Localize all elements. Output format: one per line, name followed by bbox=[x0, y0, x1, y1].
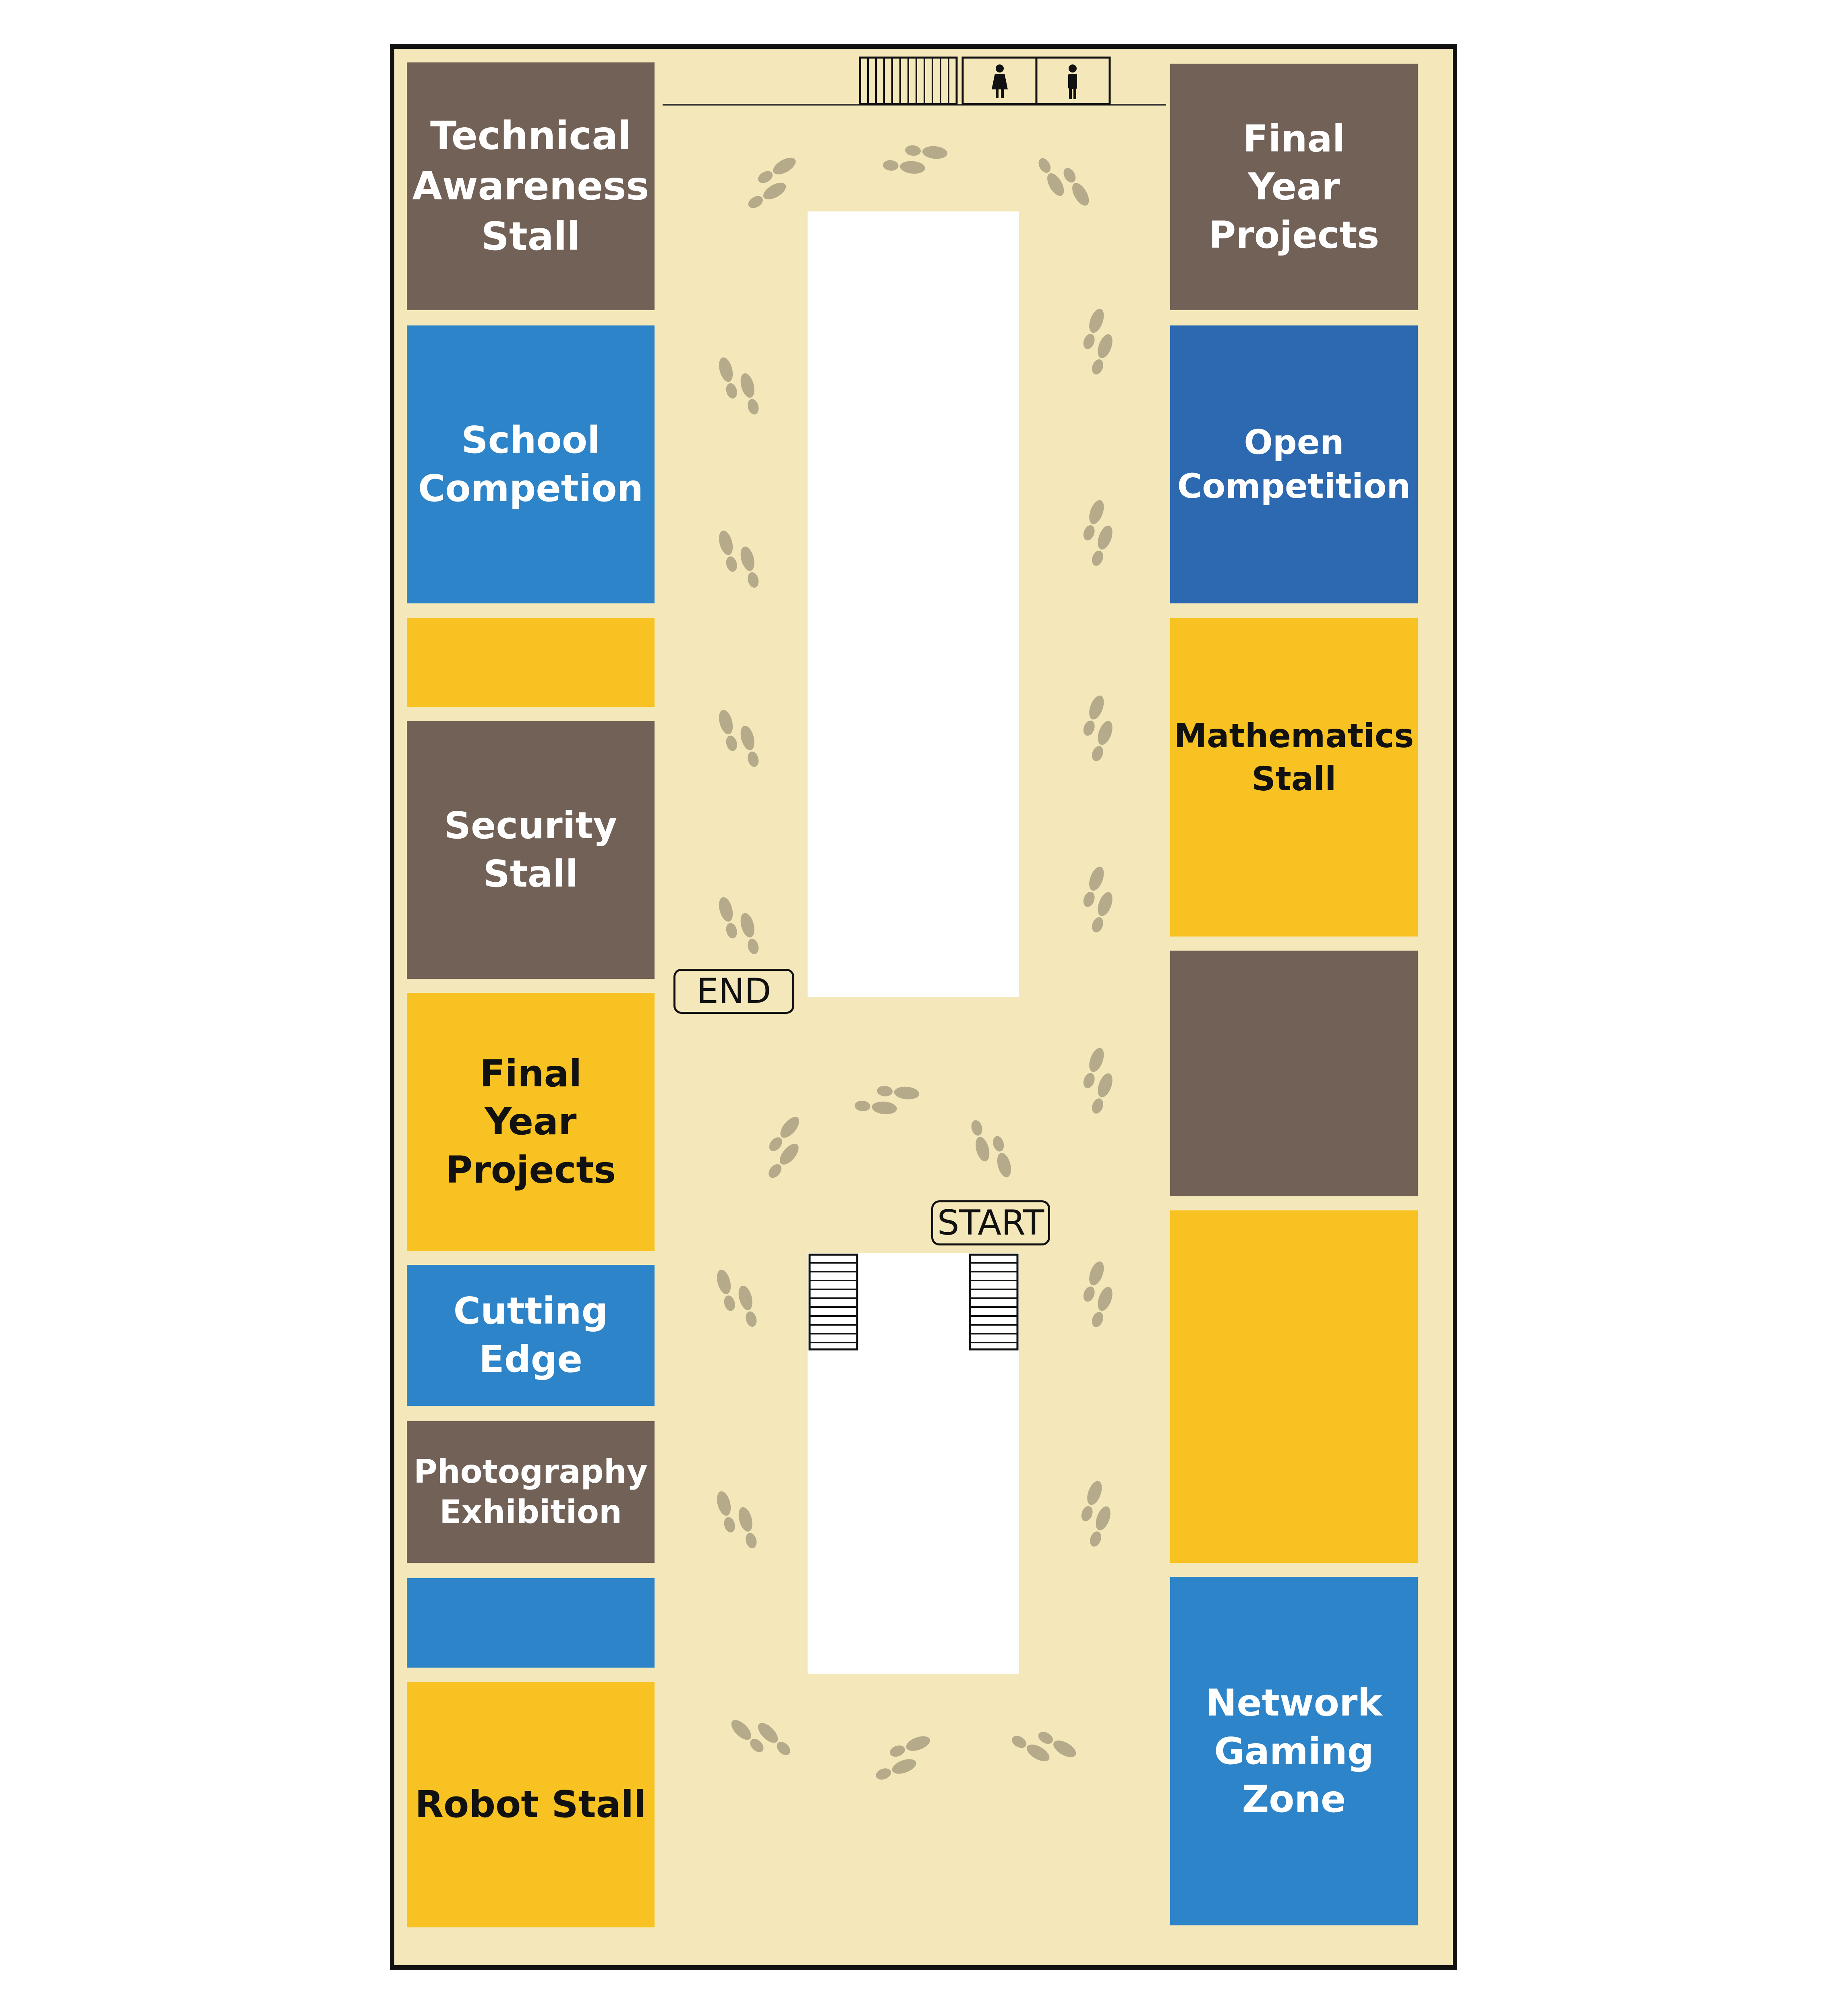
footprint-icon bbox=[868, 1733, 938, 1783]
footprint-icon bbox=[1073, 693, 1123, 763]
stall-label-line: Zone bbox=[1242, 1778, 1346, 1821]
women-restroom-icon bbox=[992, 64, 1008, 98]
footprint-icon bbox=[1073, 498, 1123, 568]
stall-unlabeled-blue[interactable] bbox=[407, 1578, 655, 1668]
footprint-icon bbox=[1073, 864, 1123, 934]
end-marker: END bbox=[673, 969, 794, 1014]
stall-label-line: Security bbox=[444, 804, 617, 847]
stall-label-line: Stall bbox=[483, 852, 578, 895]
stall-unlabeled-yellow[interactable] bbox=[407, 618, 655, 707]
footprint-icon bbox=[1071, 1479, 1121, 1549]
stall-label-line: Final bbox=[479, 1052, 582, 1095]
start-marker: START bbox=[931, 1200, 1050, 1245]
stall-label-line: Open bbox=[1244, 422, 1344, 462]
footprint-icon bbox=[714, 1485, 760, 1554]
stairs-icon[interactable] bbox=[859, 56, 958, 105]
stall-label-line: Final bbox=[1243, 117, 1345, 160]
footprint-icon bbox=[716, 891, 762, 960]
footprint-icon bbox=[716, 704, 762, 773]
stall-label-line: Gaming bbox=[1214, 1729, 1374, 1773]
central-atrium-upper bbox=[808, 211, 1019, 997]
footprint-icon bbox=[737, 154, 807, 211]
stall-label-line: Stall bbox=[1251, 760, 1336, 798]
stall-label-line: Network bbox=[1206, 1681, 1382, 1725]
stall-label-line: Cutting bbox=[453, 1289, 608, 1333]
stall-label-line: Mathematics bbox=[1174, 717, 1414, 755]
footprint-icon bbox=[716, 524, 762, 594]
restroom-block[interactable] bbox=[961, 56, 1111, 105]
stall-unlabeled-yellow-right[interactable] bbox=[1170, 1210, 1418, 1563]
stall-robot[interactable]: Robot Stall bbox=[407, 1682, 655, 1927]
stall-label-line: Awareness bbox=[412, 164, 649, 209]
footprint-icon bbox=[728, 1705, 793, 1770]
footprint-icon bbox=[752, 1113, 816, 1181]
stall-label-line: School bbox=[461, 419, 600, 462]
stall-label-line: Technical bbox=[430, 113, 631, 159]
end-label: END bbox=[696, 971, 771, 1011]
stall-label-line: Robot Stall bbox=[415, 1783, 646, 1826]
footprint-icon bbox=[854, 1082, 920, 1117]
stairs-icon[interactable] bbox=[808, 1254, 858, 1351]
footprint-icon bbox=[1073, 1259, 1123, 1329]
start-label: START bbox=[937, 1203, 1044, 1243]
footprint-icon bbox=[1009, 1718, 1079, 1775]
stall-label-line: Projects bbox=[1208, 213, 1380, 257]
stall-unlabeled-brown[interactable] bbox=[1170, 951, 1418, 1196]
stall-label-line: Photography bbox=[414, 1453, 648, 1490]
stall-label-line: Year bbox=[485, 1100, 577, 1144]
stairs-icon[interactable] bbox=[969, 1254, 1019, 1351]
footprint-icon bbox=[716, 351, 762, 421]
footprint-icon bbox=[882, 142, 948, 177]
men-restroom-icon bbox=[1068, 64, 1077, 99]
footprint-icon bbox=[714, 1264, 760, 1333]
footprint-icon bbox=[1073, 1046, 1123, 1116]
footprint-icon bbox=[1035, 147, 1092, 217]
walking-path-footprints bbox=[714, 142, 1123, 1783]
stall-label-line: Stall bbox=[481, 213, 580, 259]
stall-label-line: Edge bbox=[479, 1338, 582, 1381]
stall-label-line: Competion bbox=[418, 467, 644, 510]
footprint-icon bbox=[1073, 307, 1123, 377]
stall-label-line: Projects bbox=[445, 1148, 616, 1191]
stall-label-line: Competition bbox=[1177, 466, 1411, 506]
stall-label-line: Exhibition bbox=[439, 1493, 622, 1531]
stall-label-line: Year bbox=[1248, 165, 1340, 209]
footprint-icon bbox=[968, 1114, 1014, 1183]
